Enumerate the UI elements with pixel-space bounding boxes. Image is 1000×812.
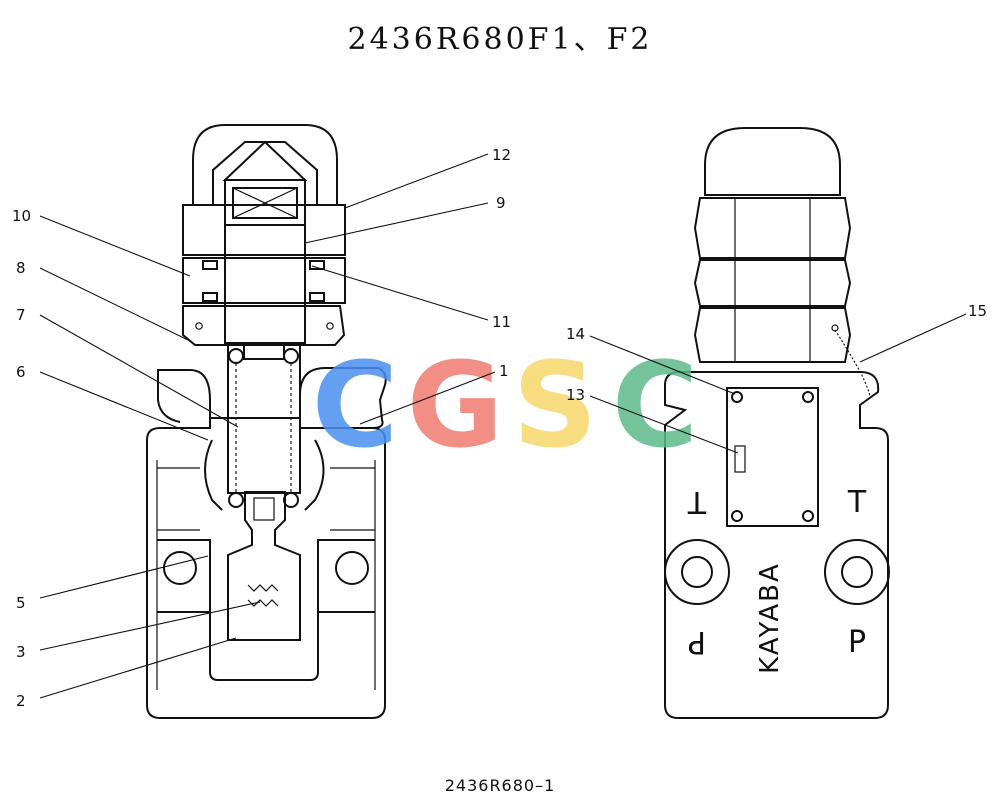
callout-12: 12: [492, 146, 511, 164]
upper-nut: [182, 204, 346, 256]
name-plate: [726, 387, 819, 527]
leader-1: [359, 371, 496, 425]
leader-13: [589, 395, 739, 454]
leader-8: [39, 267, 189, 341]
callout-3: 3: [16, 643, 26, 661]
ext-port-left: [681, 556, 713, 588]
leader-14: [589, 335, 736, 395]
ext-hex-nut-3: [693, 307, 852, 363]
seat-thread: [247, 584, 279, 607]
poppet: [227, 491, 301, 641]
spring-seat: [243, 344, 285, 360]
callout-7: 7: [16, 306, 26, 324]
port-right: [317, 539, 375, 613]
port-mark-p-right: P: [848, 625, 866, 660]
seal-left-bottom: [202, 292, 218, 302]
leader-11: [311, 265, 489, 321]
valve-body-outline: [146, 417, 386, 719]
callout-14: 14: [566, 325, 585, 343]
leader-15: [859, 313, 967, 363]
ext-valve-body: [664, 371, 889, 719]
watermark-letter-1: C: [312, 336, 399, 474]
callout-11: 11: [492, 313, 511, 331]
leader-6: [39, 371, 209, 441]
nut-pin-right: [326, 322, 334, 330]
watermark-letter-4: C: [612, 336, 699, 474]
seal-right-top: [309, 260, 325, 270]
ext-cap: [704, 127, 841, 196]
port-right-bore: [335, 551, 369, 585]
cap-inner: [212, 141, 318, 205]
ext-hex-nut-2: [693, 259, 852, 307]
cap: [192, 124, 338, 205]
leader-9: [304, 202, 489, 244]
section-view: [146, 124, 387, 719]
plate-marking: [734, 445, 746, 473]
port-mark-t-right: T: [847, 485, 867, 520]
leader-7: [39, 314, 239, 428]
spring-top-left: [228, 348, 244, 364]
lower-nut: [182, 305, 346, 346]
leader-2: [39, 637, 237, 699]
port-grooves-right: [330, 467, 375, 531]
watermark: C G S C: [312, 336, 699, 474]
port-left: [157, 539, 211, 613]
left-ear: [157, 369, 211, 423]
lock-wire: [834, 329, 871, 397]
ext-hex-nut-1: [693, 197, 852, 259]
spring-top-right: [283, 348, 299, 364]
seal-right-bottom: [309, 292, 325, 302]
callout-1: 1: [499, 362, 509, 380]
drawing-title: 2436R680F1、F2: [347, 22, 653, 57]
callout-5: 5: [16, 594, 26, 612]
plate-screw-tl: [731, 391, 743, 403]
seal-left-top: [202, 260, 218, 270]
callout-8: 8: [16, 259, 26, 277]
hex-socket: [232, 187, 298, 219]
spring-bottom-right: [283, 492, 299, 508]
brand-mark: KAYABA: [755, 562, 785, 674]
callout-13: 13: [566, 386, 585, 404]
spring-bottom-left: [228, 492, 244, 508]
mid-nut: [182, 257, 346, 304]
piston-sleeve: [224, 224, 306, 344]
ext-port-left-boss: [664, 539, 730, 605]
port-mark-p-left: P: [688, 624, 706, 659]
watermark-letter-2: G: [407, 336, 504, 474]
watermark-letter-3: S: [513, 336, 598, 474]
callouts: 12 9 10 8 11 7 1 6 5 3 2 14 15 13: [12, 146, 987, 710]
port-left-bore: [163, 551, 197, 585]
callout-2: 2: [16, 692, 26, 710]
plate-screw-tr: [802, 391, 814, 403]
passage-right: [304, 439, 325, 511]
right-ear: [299, 367, 387, 429]
external-view: T T P P KAYABA: [664, 127, 890, 719]
port-mark-t-left: T: [687, 484, 707, 519]
nut-pin-left: [195, 322, 203, 330]
leader-10: [39, 215, 191, 277]
ext-port-right: [841, 556, 873, 588]
leader-3: [39, 601, 261, 651]
poppet-head: [253, 497, 275, 521]
port-grooves-left: [157, 467, 200, 531]
callout-10: 10: [12, 207, 31, 225]
callout-9: 9: [496, 194, 506, 212]
plate-screw-bl: [731, 510, 743, 522]
callout-15: 15: [968, 302, 987, 320]
leader-5: [39, 555, 209, 599]
callout-6: 6: [16, 363, 26, 381]
ext-port-right-boss: [824, 539, 890, 605]
seat-cavity: [209, 612, 319, 681]
passage-left: [204, 439, 223, 511]
plate-screw-br: [802, 510, 814, 522]
hex-socket-cross-b: [232, 187, 298, 219]
leader-lines: [39, 153, 967, 699]
leader-12: [344, 153, 489, 209]
drawing-number: 2436R680–1: [444, 776, 556, 795]
